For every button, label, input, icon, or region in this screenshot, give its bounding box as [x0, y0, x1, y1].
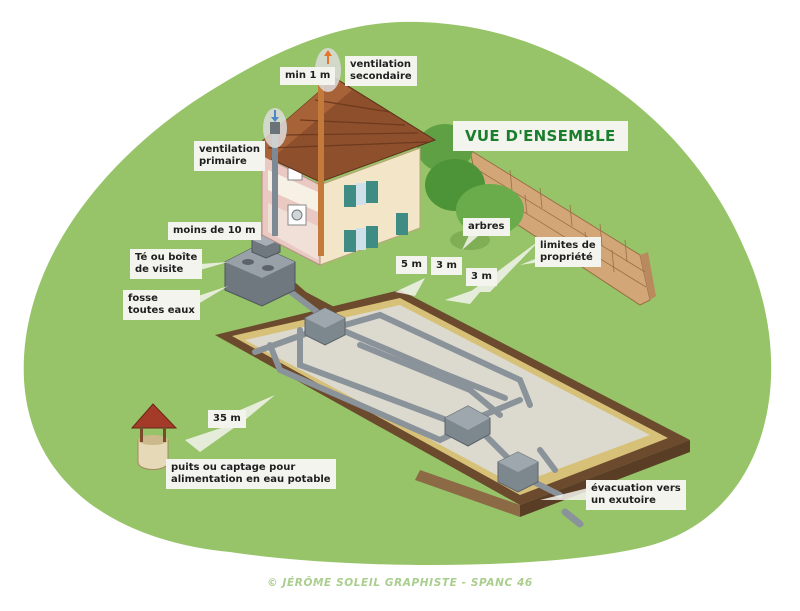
- label-ventilation-primaire: ventilation primaire: [194, 141, 266, 171]
- credit-text: © JÉRÔME SOLEIL GRAPHISTE - SPANC 46: [267, 577, 533, 589]
- label-distance-3m-trees: 3 m: [431, 257, 462, 275]
- label-fosse: fosse toutes eaux: [123, 290, 200, 320]
- label-arbres: arbres: [463, 218, 510, 236]
- arrow-up-icon: [324, 50, 332, 64]
- label-min-1m: min 1 m: [280, 67, 336, 85]
- diagram-title: VUE D'ENSEMBLE: [453, 121, 628, 151]
- label-ventilation-secondaire: ventilation secondaire: [345, 56, 417, 86]
- label-evacuation: évacuation vers un exutoire: [586, 480, 686, 510]
- label-moins-10m: moins de 10 m: [168, 222, 261, 240]
- outlet-pipe: [561, 508, 584, 528]
- septic-tank: [224, 244, 296, 307]
- label-te-ou-boite: Té ou boîte de visite: [130, 249, 203, 279]
- filter-bed: [215, 290, 690, 517]
- label-puits: puits ou captage pour alimentation en ea…: [166, 459, 336, 489]
- arrow-down-icon: [271, 110, 279, 122]
- property-wall: [469, 148, 656, 306]
- vent-cap-icon: [263, 108, 287, 148]
- label-limites-propriete: limites de propriété: [535, 237, 601, 267]
- distribution-box: [304, 307, 346, 346]
- label-distance-35m: 35 m: [208, 410, 246, 428]
- well-icon: [130, 403, 178, 470]
- label-distance-5m: 5 m: [396, 256, 427, 274]
- label-distance-3m-boundary: 3 m: [466, 268, 497, 286]
- distribution-box: [444, 405, 491, 447]
- collection-box: [497, 451, 539, 493]
